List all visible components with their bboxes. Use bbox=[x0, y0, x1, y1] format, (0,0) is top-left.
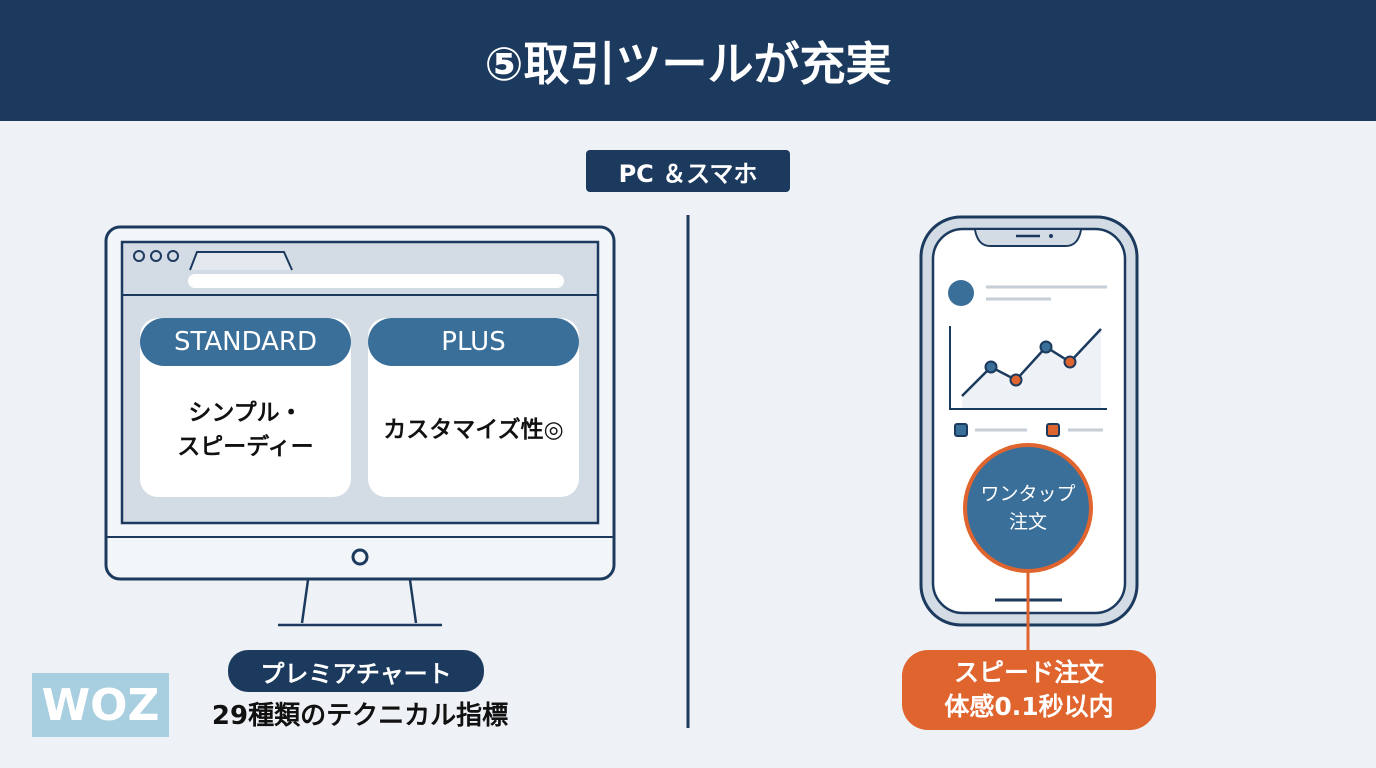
speed-order-callout: スピード注文 体感0.1秒以内 bbox=[902, 650, 1156, 730]
chart-line bbox=[961, 328, 1102, 397]
window-dot-icon bbox=[133, 250, 145, 262]
one-tap-label[interactable]: ワンタップ 注文 bbox=[965, 445, 1091, 571]
phone-illustration bbox=[919, 215, 1139, 652]
woz-logo: WOZ bbox=[32, 673, 169, 737]
callout-line: 体感0.1秒以内 bbox=[944, 692, 1114, 721]
window-dot-icon bbox=[150, 250, 162, 262]
one-tap-order-button bbox=[963, 443, 1093, 573]
plus-label: PLUS bbox=[368, 318, 579, 366]
premium-chart-badge: プレミアチャート bbox=[228, 650, 484, 692]
plus-desc: カスタマイズ性◎ bbox=[383, 416, 564, 443]
avatar bbox=[948, 280, 974, 306]
callout-line: スピード注文 bbox=[953, 658, 1104, 688]
standard-label: STANDARD bbox=[140, 318, 351, 366]
one-tap-line: 注文 bbox=[1008, 511, 1047, 533]
one-tap-line: ワンタップ bbox=[980, 482, 1076, 505]
indicator-desc: 29種類のテクニカル指標 bbox=[211, 700, 509, 731]
power-button-icon bbox=[351, 548, 369, 566]
standard-desc: スピーディー bbox=[177, 434, 314, 460]
window-dot-icon bbox=[167, 250, 179, 262]
section-label: PC ＆スマホ bbox=[586, 150, 790, 192]
standard-desc: シンプル・ bbox=[188, 399, 303, 426]
address-bar bbox=[188, 274, 564, 288]
page-title: ⑤取引ツールが充実 bbox=[0, 0, 1376, 121]
